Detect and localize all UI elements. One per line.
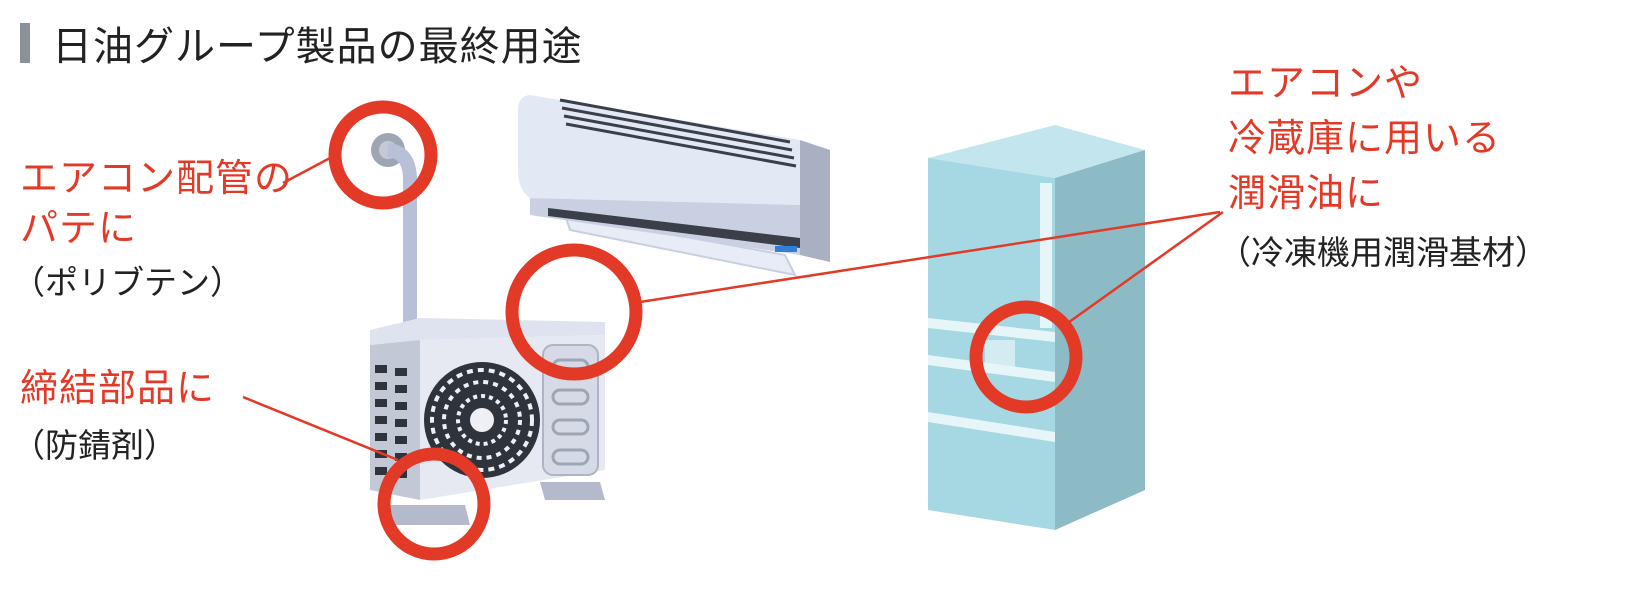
page-title: 日油グループ製品の最終用途 xyxy=(52,24,583,70)
leader-lines xyxy=(242,156,1224,462)
callout-pipe-line1: エアコン配管の xyxy=(20,156,294,200)
callout-pipe-material: （ポリブテン） xyxy=(12,263,243,302)
compressor-highlight-circle xyxy=(505,243,643,381)
callout-lubricant-line1: エアコンや xyxy=(1228,61,1424,105)
highlight-circles xyxy=(328,100,1083,561)
fridge-highlight-circle xyxy=(969,300,1083,414)
indoor-aircon-icon xyxy=(518,95,830,605)
callout-lubricant-line2: 冷蔵庫に用いる xyxy=(1228,116,1502,160)
pipe-highlight-circle xyxy=(328,100,438,210)
page-header: 日油グループ製品の最終用途 xyxy=(20,18,583,70)
callout-pipe-line2: パテに xyxy=(20,206,138,250)
callout-fastener-line1: 締結部品に xyxy=(20,366,216,410)
fastener-highlight-circle xyxy=(377,447,491,561)
callout-lubricant-material: （冷凍機用潤滑基材） xyxy=(1218,233,1548,272)
refrigerator-icon xyxy=(928,125,1145,530)
callout-lubricant-line3: 潤滑油に xyxy=(1228,171,1385,215)
callout-fastener-material: （防錆剤） xyxy=(12,426,177,465)
title-accent-bar xyxy=(20,23,30,63)
